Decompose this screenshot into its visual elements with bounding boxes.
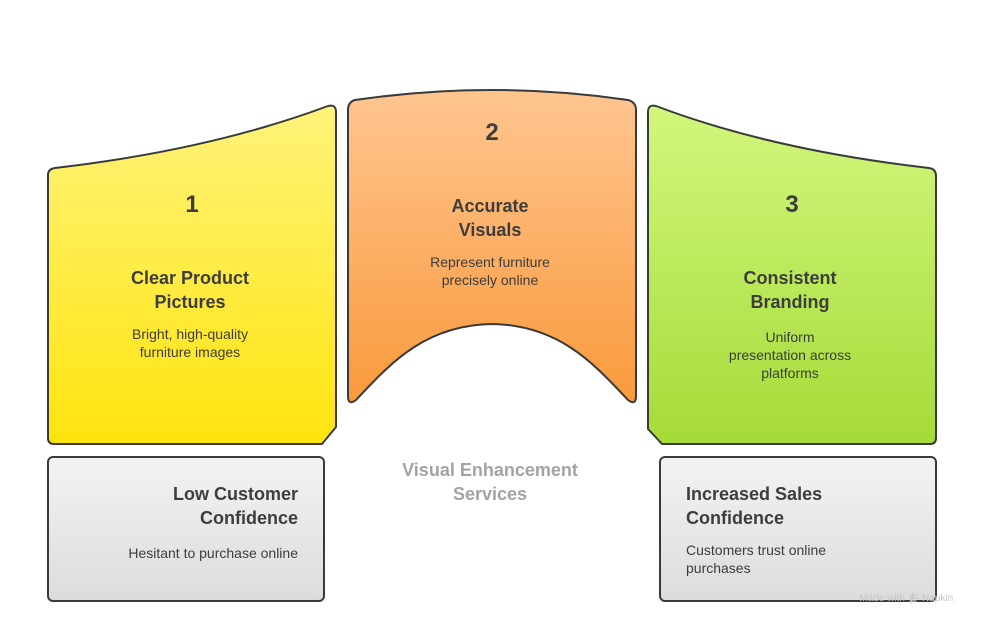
- step-2-number: 2: [485, 119, 498, 146]
- after-title-line-1: Increased Sales: [686, 484, 822, 504]
- step-2-title-line-1: Accurate: [451, 196, 528, 216]
- step-1-description-line-1: Bright, high-quality: [132, 326, 248, 342]
- step-2-panel: [347, 89, 637, 404]
- step-1-number: 1: [185, 191, 198, 218]
- before-box: [47, 456, 325, 602]
- step-3-title-line-1: Consistent: [743, 268, 836, 288]
- napkin-logo-icon: [909, 592, 919, 604]
- step-3-number: 3: [785, 191, 798, 218]
- step-3-panel: [647, 104, 937, 445]
- step-3-description-line-1: Uniform: [765, 329, 814, 345]
- step-3-title-line-2: Branding: [751, 292, 830, 312]
- center-title-line-2: Services: [453, 484, 527, 504]
- step-1-title-line-2: Pictures: [154, 292, 225, 312]
- before-title-line-2: Confidence: [200, 508, 298, 528]
- credit-brand: Napkin: [922, 593, 953, 604]
- step-3-description-line-3: platforms: [761, 365, 819, 381]
- credit-watermark: Made with Napkin: [859, 592, 953, 604]
- before-description-line-1: Hesitant to purchase online: [128, 545, 298, 561]
- step-1-title-line-1: Clear Product: [131, 268, 249, 288]
- step-1-panel: [47, 104, 337, 445]
- step-1-description-line-2: furniture images: [140, 344, 240, 360]
- after-description-line-1: Customers trust online: [686, 542, 826, 558]
- after-title-line-2: Confidence: [686, 508, 784, 528]
- step-3-description-line-2: presentation across: [729, 347, 851, 363]
- after-box: [659, 456, 937, 602]
- after-description-line-2: purchases: [686, 560, 751, 576]
- before-title-line-1: Low Customer: [173, 484, 298, 504]
- center-title-line-1: Visual Enhancement: [402, 460, 578, 480]
- step-2-title-line-2: Visuals: [459, 220, 522, 240]
- step-2-description-line-1: Represent furniture: [430, 254, 550, 270]
- credit-text: Made with: [859, 593, 905, 604]
- step-2-description-line-2: precisely online: [442, 272, 539, 288]
